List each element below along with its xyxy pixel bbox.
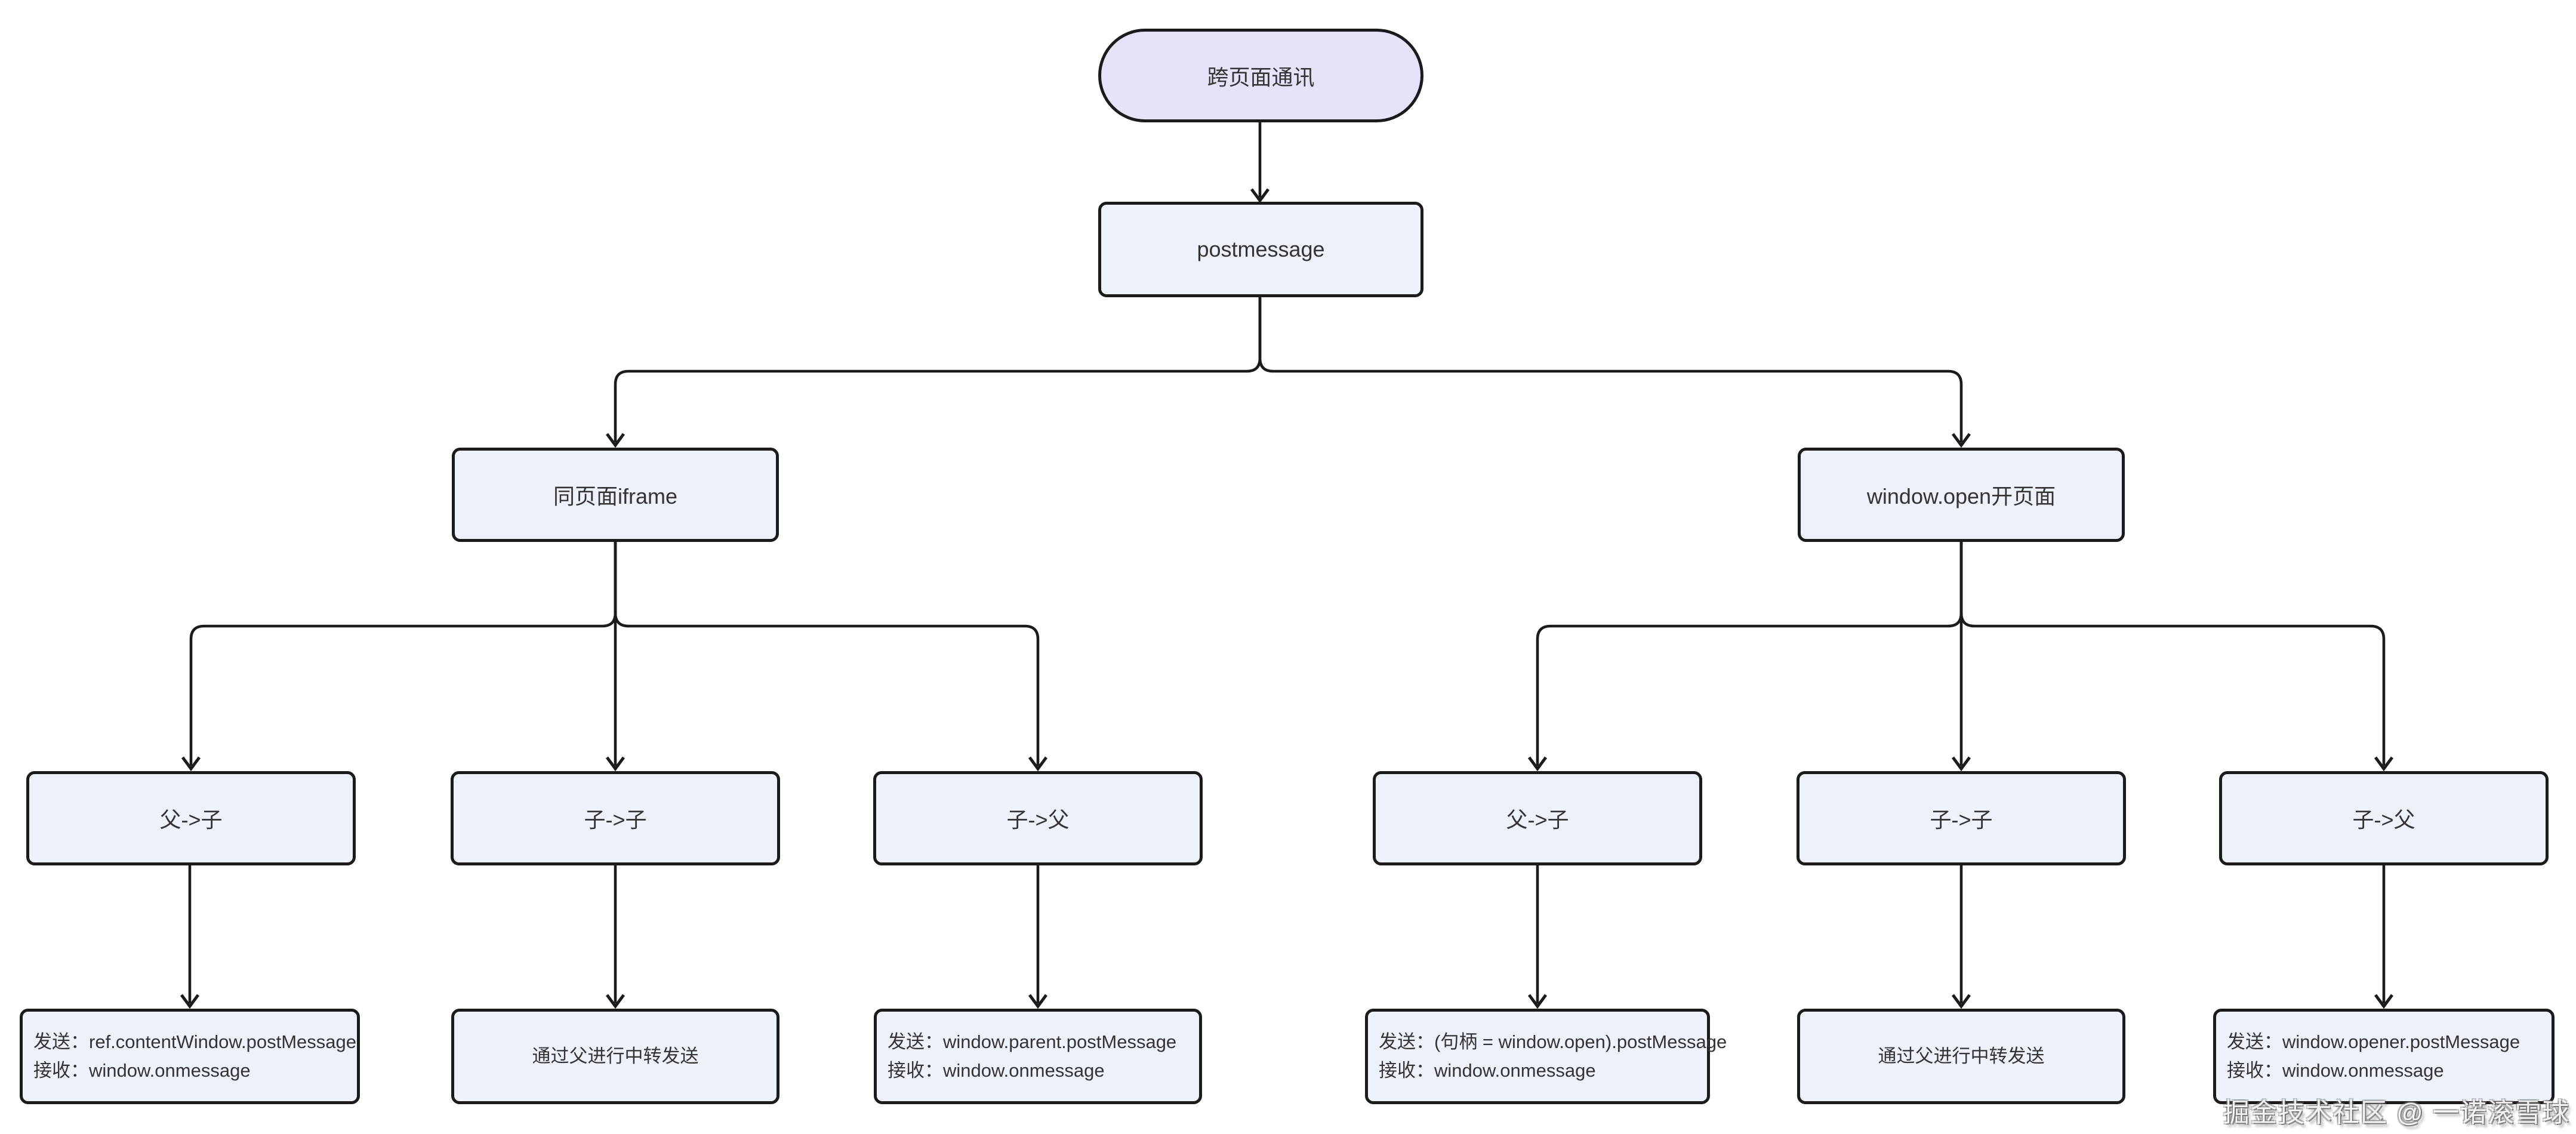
arrowhead-iframe-parent-child bbox=[181, 756, 201, 772]
leaf-line: 接收：window.onmessage bbox=[888, 1060, 1105, 1081]
node-winopen-parent-to-child: 父->子 bbox=[1373, 771, 1702, 865]
arrowhead-leaf-4 bbox=[1527, 994, 1548, 1009]
node-winopen-child-to-parent-label: 子->父 bbox=[2352, 808, 2415, 832]
leaf-winopen-child-to-parent: 发送：window.opener.postMessage 接收：window.o… bbox=[2213, 1009, 2555, 1104]
leaf-iframe-parent-to-child: 发送：ref.contentWindow.postMessage 接收：wind… bbox=[20, 1009, 360, 1104]
arrowhead-winopen-child-parent bbox=[2374, 756, 2394, 772]
node-iframe-child-to-child-label: 子->子 bbox=[584, 808, 647, 832]
leaf-line: 通过父进行中转发送 bbox=[1878, 1045, 2045, 1067]
node-iframe-parent-to-child: 父->子 bbox=[26, 771, 356, 865]
leaf-line: 发送：(句柄 = window.open).postMessage bbox=[1379, 1031, 1727, 1052]
node-postmessage-label: postmessage bbox=[1197, 237, 1325, 261]
edge-iframe-child-parent bbox=[614, 542, 1040, 766]
node-iframe-child-to-child: 子->子 bbox=[451, 771, 780, 865]
edge-winopen-child-parent bbox=[1959, 542, 2386, 766]
node-same-page-iframe: 同页面iframe bbox=[452, 448, 779, 542]
leaf-line: 接收：window.onmessage bbox=[1379, 1060, 1596, 1081]
leaf-iframe-child-to-parent: 发送：window.parent.postMessage 接收：window.o… bbox=[874, 1009, 1202, 1104]
node-window-open-page-label: window.open开页面 bbox=[1866, 484, 2056, 509]
leaf-line: 接收：window.onmessage bbox=[33, 1060, 251, 1081]
arrowhead-leaf-1 bbox=[180, 994, 200, 1009]
node-cross-page-communication: 跨页面通讯 bbox=[1098, 29, 1423, 122]
leaf-winopen-child-to-child: 通过父进行中转发送 bbox=[1797, 1009, 2125, 1104]
node-winopen-child-to-parent: 子->父 bbox=[2219, 771, 2549, 865]
leaf-line: 通过父进行中转发送 bbox=[532, 1045, 699, 1067]
leaf-iframe-child-to-child: 通过父进行中转发送 bbox=[451, 1009, 779, 1104]
node-window-open-page: window.open开页面 bbox=[1798, 448, 2125, 542]
arrowhead-winopen-parent-child bbox=[1527, 756, 1548, 772]
node-winopen-child-to-child-label: 子->子 bbox=[1930, 808, 1993, 832]
arrowhead-postmessage bbox=[1250, 188, 1270, 204]
leaf-line: 发送：window.parent.postMessage bbox=[888, 1031, 1177, 1052]
arrowhead-winopen bbox=[1951, 433, 1971, 448]
node-iframe-parent-to-child-label: 父->子 bbox=[159, 808, 223, 832]
edge-postmessage-winopen bbox=[1258, 297, 1963, 442]
edge-postmessage-iframe bbox=[614, 297, 1262, 442]
leaf-line: 接收：window.onmessage bbox=[2227, 1060, 2444, 1081]
node-postmessage: postmessage bbox=[1098, 202, 1423, 297]
arrowhead-leaf-5 bbox=[1951, 994, 1971, 1009]
arrowhead-leaf-2 bbox=[605, 994, 625, 1009]
watermark-text: 掘金技术社区 @ 一诺滚雪球 bbox=[2223, 1098, 2570, 1127]
edge-winopen-parent-child bbox=[1536, 542, 1963, 766]
node-winopen-child-to-child: 子->子 bbox=[1797, 771, 2126, 865]
leaf-winopen-parent-to-child: 发送：(句柄 = window.open).postMessage 接收：win… bbox=[1365, 1009, 1727, 1104]
node-winopen-parent-to-child-label: 父->子 bbox=[1506, 808, 1569, 832]
arrowhead-iframe bbox=[605, 433, 625, 448]
node-same-page-iframe-label: 同页面iframe bbox=[553, 484, 678, 509]
edge-iframe-parent-child bbox=[189, 542, 617, 766]
node-cross-page-communication-label: 跨页面通讯 bbox=[1207, 64, 1315, 90]
leaf-line: 发送：window.opener.postMessage bbox=[2227, 1031, 2520, 1052]
arrowhead-iframe-child-parent bbox=[1028, 756, 1048, 772]
arrowhead-leaf-3 bbox=[1028, 994, 1048, 1009]
arrowhead-iframe-child-child bbox=[605, 756, 625, 772]
leaf-line: 发送：ref.contentWindow.postMessage bbox=[33, 1031, 357, 1052]
node-iframe-child-to-parent: 子->父 bbox=[873, 771, 1203, 865]
arrowhead-winopen-child-child bbox=[1951, 756, 1971, 772]
node-iframe-child-to-parent-label: 子->父 bbox=[1006, 808, 1070, 832]
arrowhead-leaf-6 bbox=[2374, 994, 2394, 1009]
